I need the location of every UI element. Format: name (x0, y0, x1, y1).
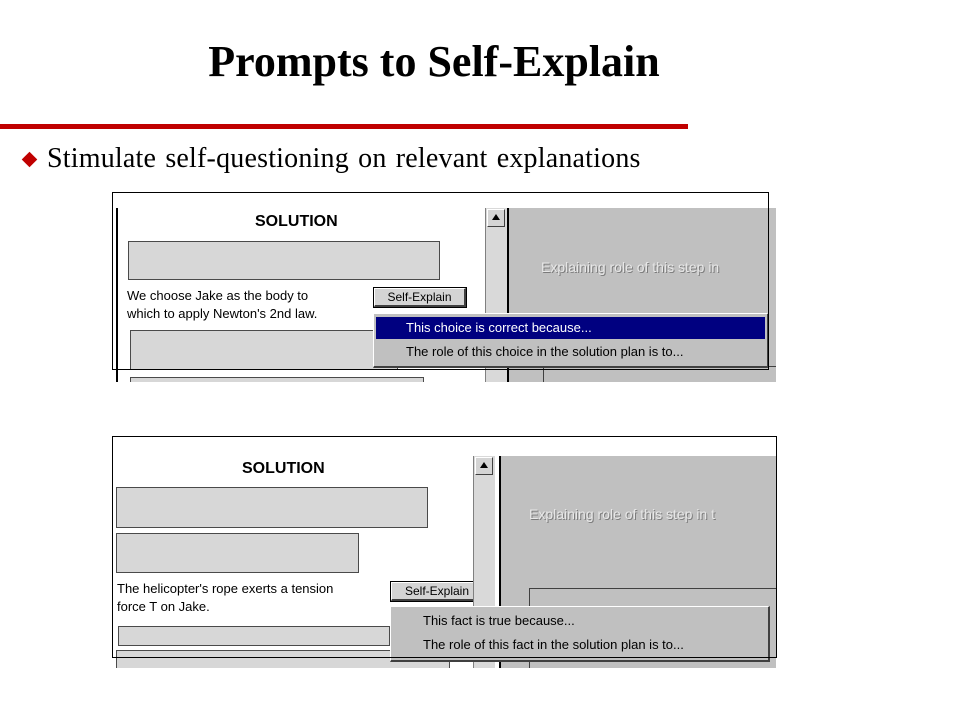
solution-heading: SOLUTION (242, 460, 325, 477)
step-text-line: We choose Jake as the body to (127, 288, 309, 303)
solution-step-box[interactable] (116, 487, 428, 528)
solution-step-box[interactable] (118, 626, 390, 646)
menu-item-role-in-plan[interactable]: The role of this choice in the solution … (406, 344, 684, 359)
diamond-bullet-icon (21, 151, 38, 167)
explanation-pane-title: Explaining role of this step in (541, 259, 720, 275)
self-explain-menu: This fact is true because... The role of… (390, 606, 770, 662)
step-text-line: which to apply Newton's 2nd law. (127, 306, 318, 321)
screenshot-fact-menu: SOLUTION The helicopter's rope exerts a … (112, 436, 776, 668)
self-explain-menu: This choice is correct because... The ro… (373, 313, 769, 368)
explanation-pane-title: Explaining role of this step in t (529, 506, 715, 522)
step-text: We choose Jake as the body to which to a… (127, 287, 317, 323)
left-edge-line (116, 208, 118, 382)
bullet-item: Stimulate self-questioning on relevant e… (21, 142, 641, 176)
step-text: The helicopter's rope exerts a tension f… (117, 580, 333, 616)
scroll-up-arrow-icon[interactable] (475, 457, 493, 475)
step-text-line: The helicopter's rope exerts a tension (117, 581, 334, 596)
menu-item-role-in-plan[interactable]: The role of this fact in the solution pl… (423, 637, 684, 652)
step-text-line: force T on Jake. (117, 599, 210, 614)
self-explain-button[interactable]: Self-Explain (373, 287, 467, 308)
screenshot-choice-menu: SOLUTION We choose Jake as the body to w… (112, 192, 776, 382)
solution-step-box[interactable] (116, 533, 359, 573)
bullet-text: Stimulate self-questioning on relevant e… (47, 143, 641, 174)
scroll-up-arrow-icon[interactable] (487, 209, 505, 227)
solution-step-box[interactable] (130, 330, 398, 370)
solution-step-box[interactable] (130, 377, 424, 382)
menu-item-true-because[interactable]: This fact is true because... (423, 613, 575, 628)
title-divider (0, 124, 688, 129)
menu-item-correct-because[interactable]: This choice is correct because... (376, 317, 765, 339)
explanation-input-frame (543, 366, 776, 382)
self-explain-button[interactable]: Self-Explain (390, 581, 485, 602)
slide-title: Prompts to Self-Explain (208, 37, 660, 86)
solution-heading: SOLUTION (255, 213, 338, 230)
solution-step-box[interactable] (128, 241, 440, 280)
